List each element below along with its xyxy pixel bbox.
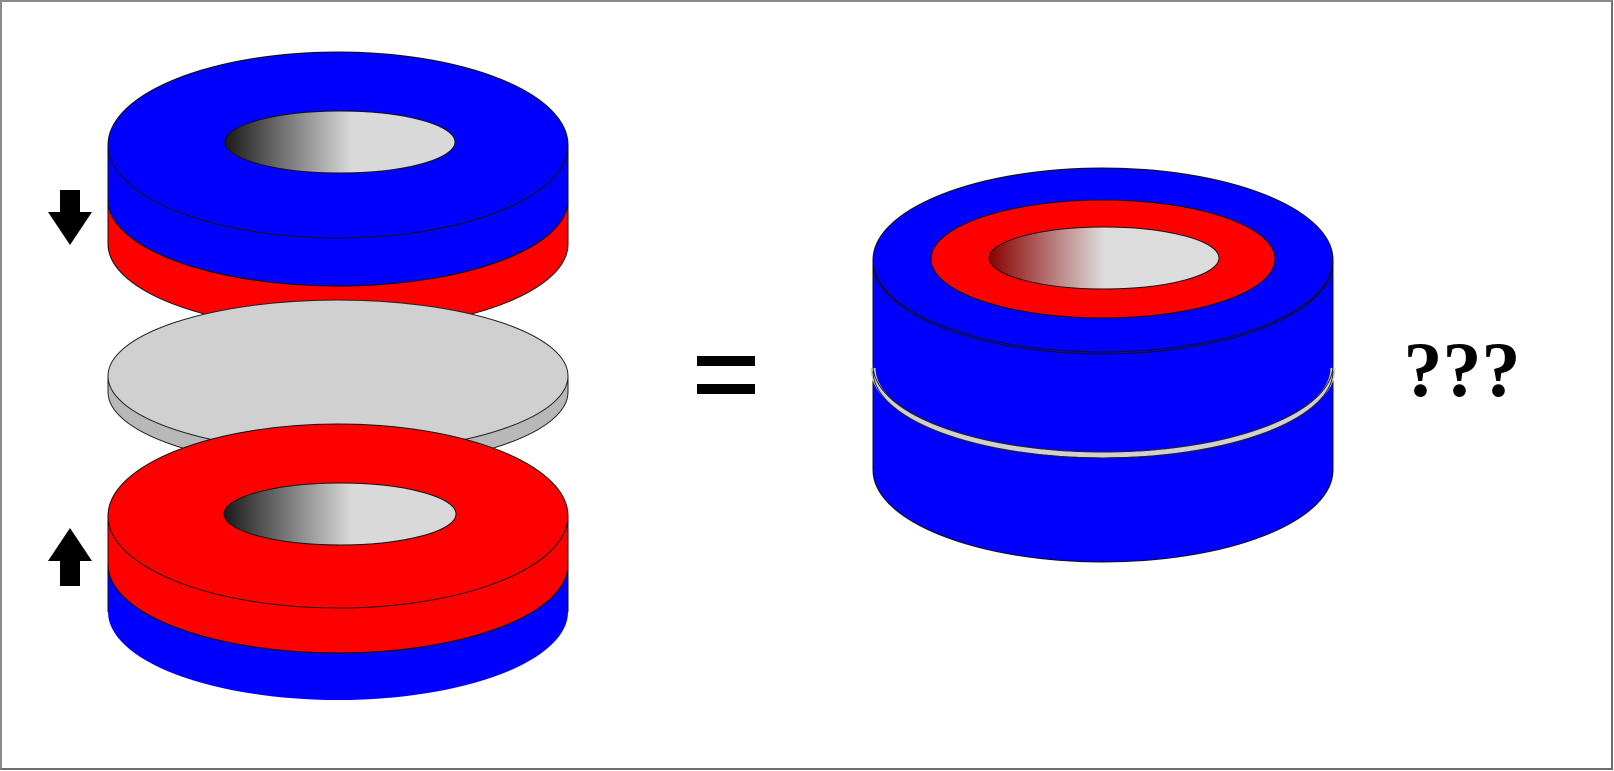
combined-magnet-bore	[988, 226, 1220, 290]
bottom-ring-magnet	[107, 423, 569, 700]
question-marks: ???	[1404, 326, 1521, 413]
top-ring-magnet	[107, 51, 569, 331]
down-arrow-icon	[48, 190, 92, 245]
up-arrow-icon	[48, 528, 92, 586]
bottom-magnet-bore	[223, 482, 457, 546]
combined-magnet-seam	[870, 367, 1336, 458]
equals-sign	[697, 356, 755, 394]
combined-magnet	[870, 167, 1336, 563]
top-magnet-bore	[224, 110, 456, 174]
